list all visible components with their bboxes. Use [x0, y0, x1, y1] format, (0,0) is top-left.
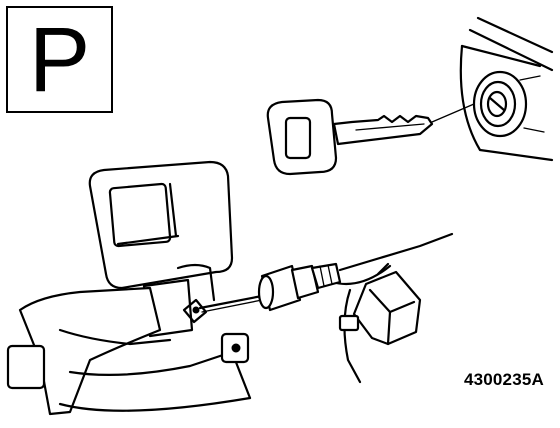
bracket: [6, 286, 252, 416]
cable-bracket-block: [338, 262, 422, 346]
park-symbol: P: [28, 8, 91, 111]
ignition-key: [266, 98, 475, 176]
figure-code: 4300235A: [463, 370, 544, 389]
ignition-lock-cylinder: [459, 16, 554, 162]
cable-end-fitting: [257, 262, 342, 312]
park-indicator-box: P: [6, 6, 113, 113]
shift-lever: [88, 160, 234, 338]
